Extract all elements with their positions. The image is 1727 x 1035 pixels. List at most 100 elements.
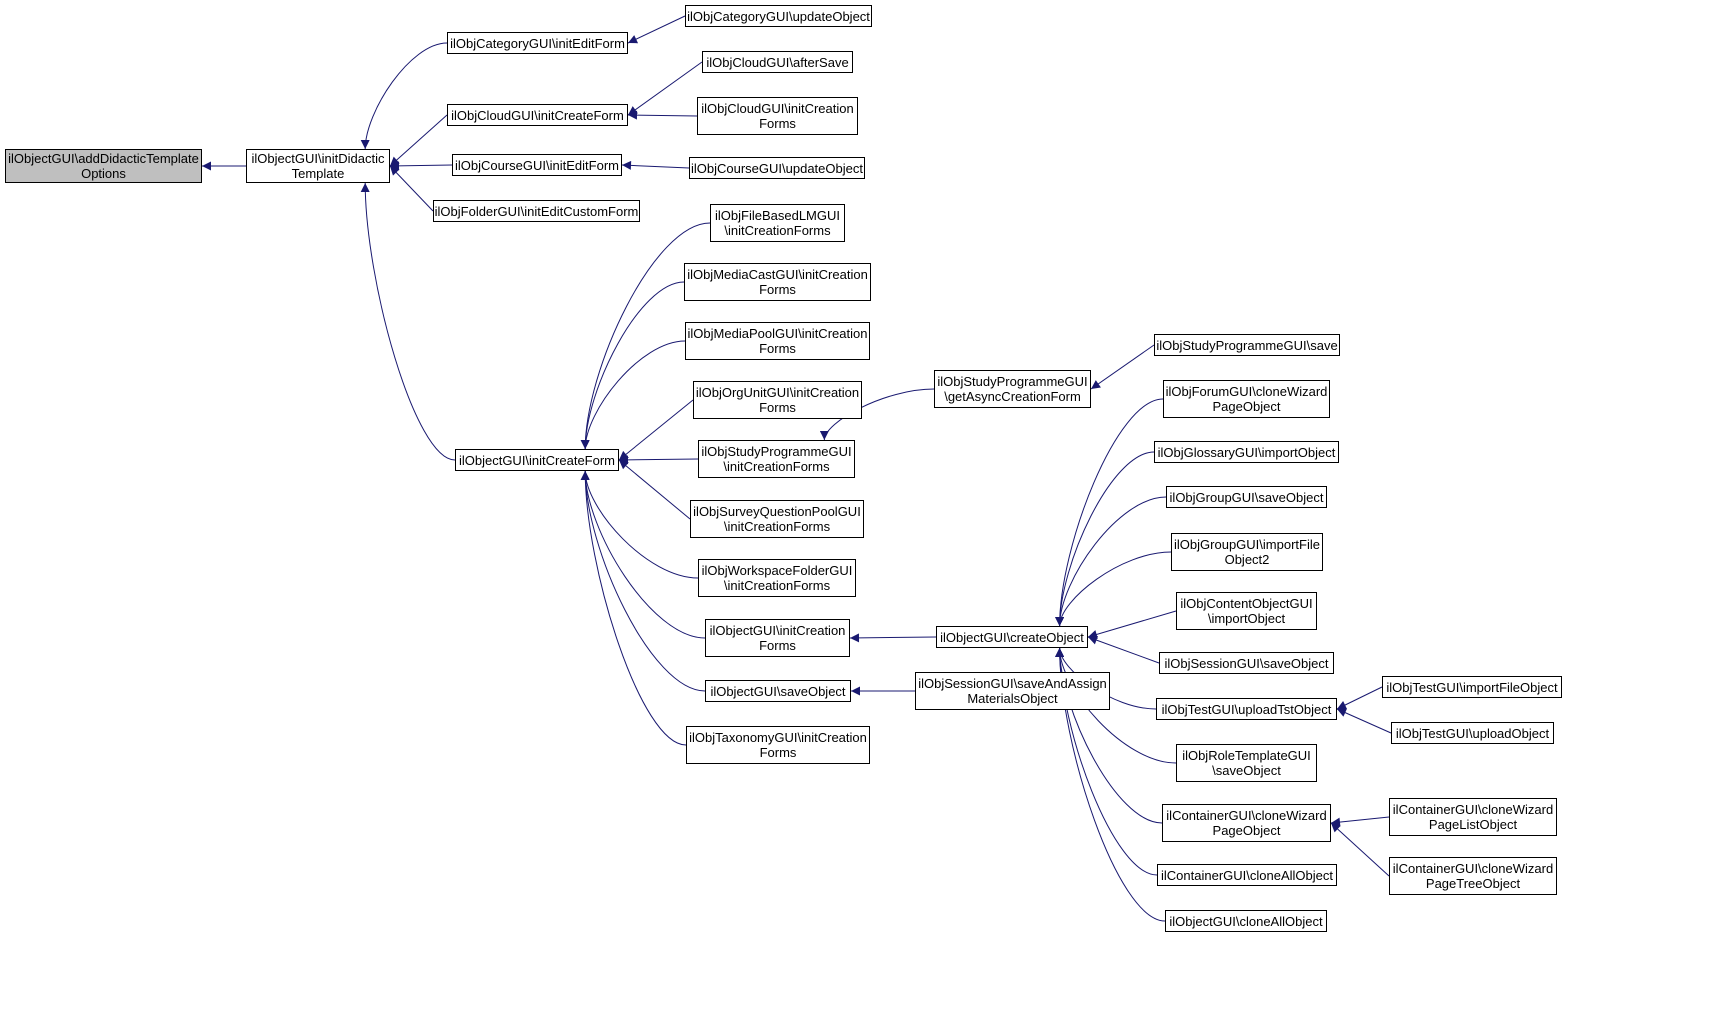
graph-node[interactable]: ilContainerGUI\cloneWizard PageListObjec… <box>1389 798 1557 836</box>
node-label: ilObjSessionGUI\saveAndAssign MaterialsO… <box>918 676 1107 706</box>
node-label: ilObjCloudGUI\initCreateForm <box>451 107 624 123</box>
edge-arrow <box>1336 708 1392 734</box>
graph-node[interactable]: ilObjFolderGUI\initEditCustomForm <box>433 200 640 222</box>
graph-node[interactable]: ilObjCategoryGUI\updateObject <box>685 5 872 27</box>
graph-node[interactable]: ilObjStudyProgrammeGUI \getAsyncCreation… <box>934 370 1091 408</box>
graph-node[interactable]: ilObjTaxonomyGUI\initCreation Forms <box>686 726 870 764</box>
graph-node[interactable]: ilObjGroupGUI\saveObject <box>1166 486 1327 508</box>
graph-node[interactable]: ilContainerGUI\cloneWizard PageTreeObjec… <box>1389 857 1557 895</box>
node-label: ilObjectGUI\initDidactic Template <box>251 151 385 181</box>
graph-node[interactable]: ilObjCloudGUI\initCreateForm <box>447 104 628 126</box>
edge-arrow <box>580 470 706 639</box>
graph-node[interactable]: ilObjStudyProgrammeGUI\save <box>1154 334 1340 356</box>
edge-arrow <box>580 340 686 450</box>
edge-arrow <box>360 182 456 461</box>
node-label: ilObjCloudGUI\afterSave <box>706 54 849 70</box>
edge-arrow <box>1330 816 1390 827</box>
node-label: ilObjStudyProgrammeGUI\save <box>1156 337 1338 353</box>
graph-node[interactable]: ilObjectGUI\initDidactic Template <box>246 149 390 183</box>
node-label: ilObjMediaCastGUI\initCreation Forms <box>687 267 868 297</box>
graph-node[interactable]: ilObjectGUI\initCreation Forms <box>705 619 850 657</box>
edge-arrow <box>618 459 691 520</box>
edge-arrow <box>389 161 453 171</box>
graph-node[interactable]: ilObjOrgUnitGUI\initCreation Forms <box>693 381 862 419</box>
edge-arrow <box>580 222 711 450</box>
node-label: ilObjRoleTemplateGUI \saveObject <box>1182 748 1311 778</box>
graph-node[interactable]: ilObjectGUI\saveObject <box>705 680 851 702</box>
node-label: ilObjStudyProgrammeGUI \initCreationForm… <box>701 444 852 474</box>
graph-node[interactable]: ilObjTestGUI\importFileObject <box>1382 676 1562 698</box>
node-label: ilObjFileBasedLMGUI \initCreationForms <box>715 208 840 238</box>
graph-node[interactable]: ilObjSessionGUI\saveAndAssign MaterialsO… <box>915 672 1110 710</box>
node-label: ilObjTestGUI\uploadObject <box>1395 725 1550 741</box>
graph-node[interactable]: ilObjectGUI\initCreateForm <box>455 449 619 471</box>
graph-node[interactable]: ilObjCategoryGUI\initEditForm <box>447 32 628 54</box>
edge-arrow <box>580 470 687 746</box>
graph-node[interactable]: ilObjectGUI\addDidacticTemplate Options <box>5 149 202 183</box>
node-label: ilObjectGUI\createObject <box>940 629 1084 645</box>
graph-node[interactable]: ilObjFileBasedLMGUI \initCreationForms <box>710 204 845 242</box>
graph-node[interactable]: ilObjContentObjectGUI \importObject <box>1176 592 1317 630</box>
node-label: ilObjGroupGUI\saveObject <box>1169 489 1324 505</box>
graph-node[interactable]: ilObjGlossaryGUI\importObject <box>1154 441 1339 463</box>
graph-node[interactable]: ilObjectGUI\createObject <box>936 626 1088 648</box>
node-label: ilObjectGUI\initCreation Forms <box>709 623 846 653</box>
edge-arrow <box>1336 686 1383 710</box>
graph-node[interactable]: ilObjStudyProgrammeGUI \initCreationForm… <box>698 440 855 478</box>
node-label: ilObjStudyProgrammeGUI \getAsyncCreation… <box>937 374 1088 404</box>
graph-node[interactable]: ilObjWorkspaceFolderGUI \initCreationFor… <box>698 559 856 597</box>
graph-node[interactable]: ilObjCourseGUI\initEditForm <box>452 154 622 176</box>
graph-node[interactable]: ilObjRoleTemplateGUI \saveObject <box>1176 744 1317 782</box>
node-label: ilObjGlossaryGUI\importObject <box>1157 444 1336 460</box>
node-label: ilObjCourseGUI\updateObject <box>691 160 863 176</box>
graph-node[interactable]: ilObjMediaCastGUI\initCreation Forms <box>684 263 871 301</box>
node-label: ilContainerGUI\cloneWizard PageTreeObjec… <box>1392 861 1554 891</box>
edge-arrow <box>627 110 698 120</box>
node-label: ilObjWorkspaceFolderGUI \initCreationFor… <box>701 563 853 593</box>
node-label: ilContainerGUI\cloneWizard PageListObjec… <box>1392 802 1554 832</box>
edge-arrow <box>1330 822 1390 877</box>
node-label: ilObjSurveyQuestionPoolGUI \initCreation… <box>693 504 861 534</box>
node-label: ilObjContentObjectGUI \importObject <box>1180 596 1313 626</box>
edge-arrow <box>1055 451 1155 627</box>
node-label: ilObjMediaPoolGUI\initCreation Forms <box>687 326 868 356</box>
edge-arrow <box>618 399 694 461</box>
node-label: ilObjectGUI\cloneAllObject <box>1169 913 1323 929</box>
node-label: ilObjCategoryGUI\initEditForm <box>450 35 625 51</box>
edge-arrow <box>627 15 686 44</box>
graph-node[interactable]: ilObjCloudGUI\afterSave <box>702 51 853 73</box>
node-label: ilObjTaxonomyGUI\initCreation Forms <box>689 730 867 760</box>
edge-arrow <box>1087 635 1160 664</box>
edge-arrow <box>1055 647 1177 764</box>
graph-node[interactable]: ilObjTestGUI\uploadTstObject <box>1156 698 1337 720</box>
node-label: ilObjGroupGUI\importFile Object2 <box>1174 537 1320 567</box>
graph-node[interactable]: ilObjSurveyQuestionPoolGUI \initCreation… <box>690 500 864 538</box>
graph-node[interactable]: ilObjCloudGUI\initCreation Forms <box>697 97 858 135</box>
edge-arrow <box>580 281 685 450</box>
graph-node[interactable]: ilObjTestGUI\uploadObject <box>1391 722 1554 744</box>
node-label: ilObjectGUI\saveObject <box>710 683 846 699</box>
graph-node[interactable]: ilObjSessionGUI\saveObject <box>1159 652 1334 674</box>
graph-node[interactable]: ilContainerGUI\cloneWizard PageObject <box>1162 804 1331 842</box>
graph-node[interactable]: ilObjMediaPoolGUI\initCreation Forms <box>685 322 870 360</box>
node-label: ilObjSessionGUI\saveObject <box>1164 655 1329 671</box>
graph-node[interactable]: ilObjForumGUI\cloneWizard PageObject <box>1163 380 1330 418</box>
node-label: ilObjCloudGUI\initCreation Forms <box>701 101 854 131</box>
graph-node[interactable]: ilObjCourseGUI\updateObject <box>689 157 865 179</box>
edge-arrow <box>389 165 434 212</box>
edge-arrow <box>618 455 699 465</box>
edges <box>202 15 1392 922</box>
node-label: ilObjTestGUI\importFileObject <box>1386 679 1558 695</box>
graph-node[interactable]: ilObjectGUI\cloneAllObject <box>1165 910 1327 932</box>
graph-node[interactable]: ilObjGroupGUI\importFile Object2 <box>1171 533 1323 571</box>
node-label: ilObjCourseGUI\initEditForm <box>455 157 619 173</box>
node-label: ilContainerGUI\cloneWizard PageObject <box>1166 808 1327 838</box>
edge-arrow <box>1055 496 1167 627</box>
edge-arrow <box>580 470 706 692</box>
node-label: ilObjFolderGUI\initEditCustomForm <box>434 203 639 219</box>
node-label: ilContainerGUI\cloneAllObject <box>1161 867 1333 883</box>
graph-node[interactable]: ilContainerGUI\cloneAllObject <box>1157 864 1337 886</box>
node-label: ilObjOrgUnitGUI\initCreation Forms <box>695 385 860 415</box>
